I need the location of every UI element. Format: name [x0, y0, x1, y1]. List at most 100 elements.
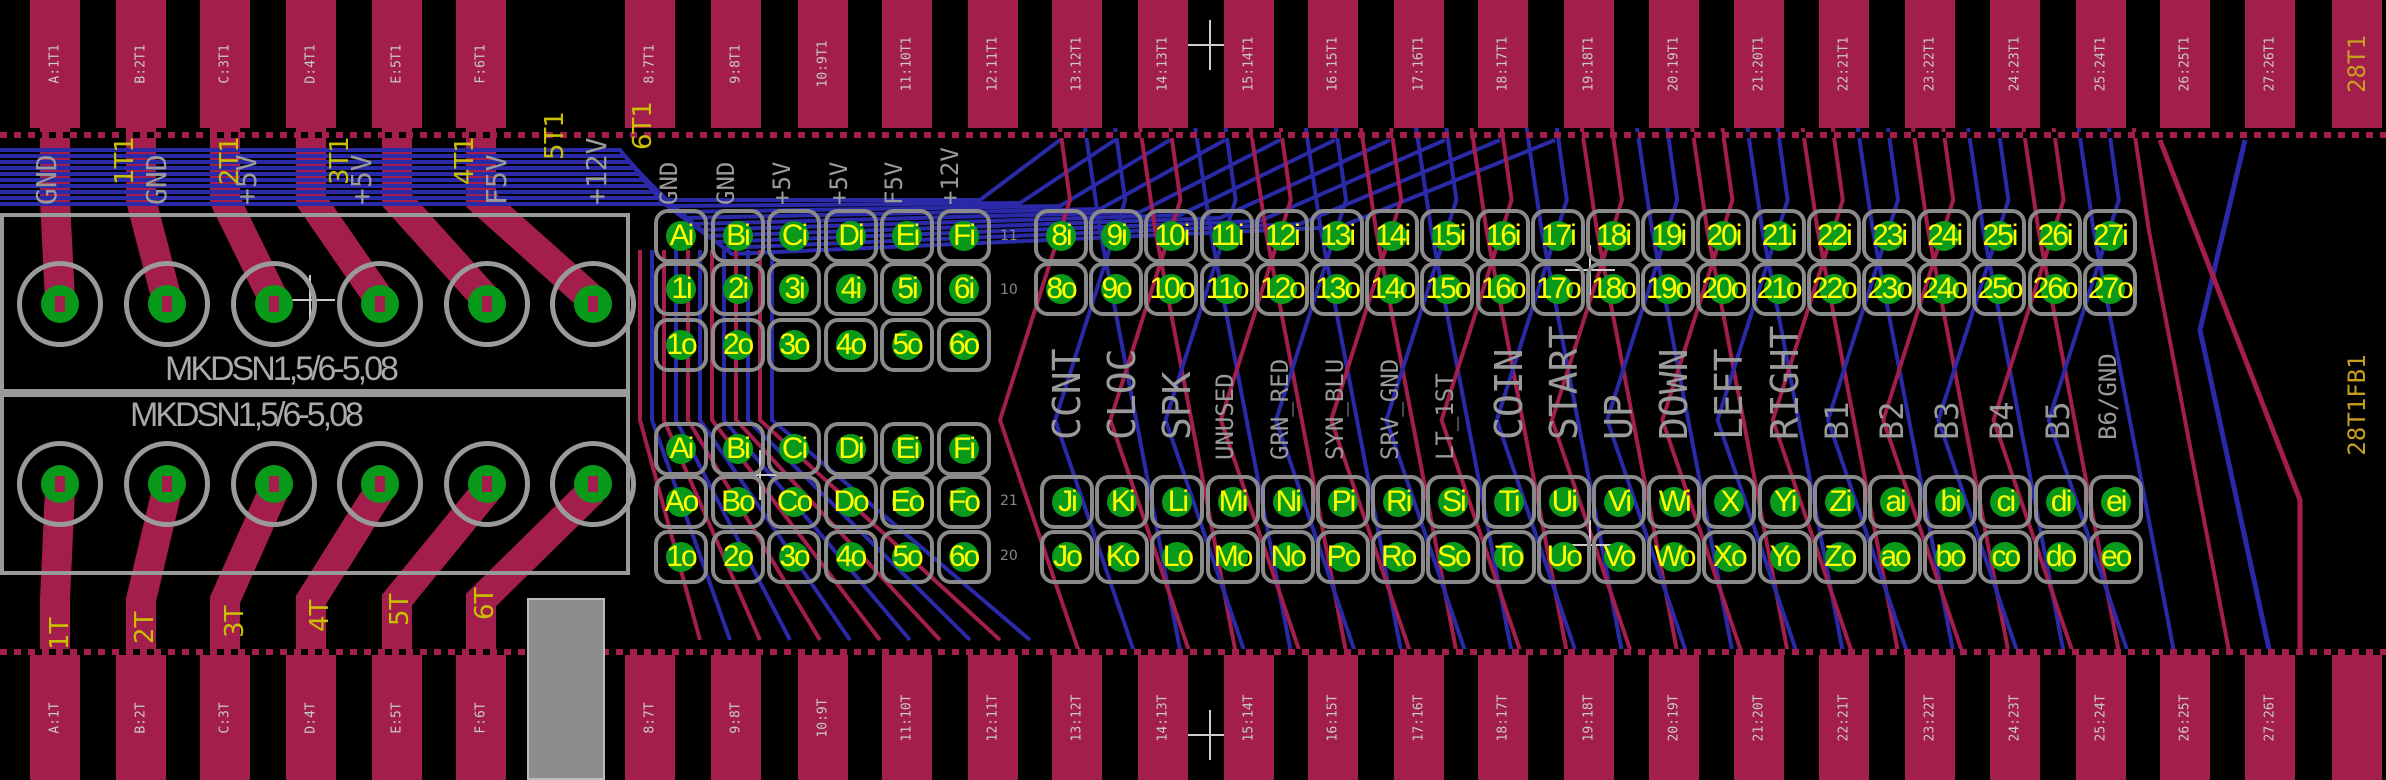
edge-pad-top[interactable]: 12:11T1 — [968, 0, 1018, 128]
header-pin[interactable]: Ei — [880, 422, 934, 476]
header-pin[interactable]: 5o — [880, 318, 934, 372]
header-pin[interactable]: Xo — [1702, 530, 1757, 584]
header-pin[interactable]: ao — [1868, 530, 1922, 584]
header-pin[interactable]: Mo — [1205, 530, 1260, 584]
edge-pad-top[interactable]: B:2T1 — [116, 0, 166, 128]
screw-terminal[interactable] — [337, 441, 423, 527]
edge-pad-top[interactable]: 9:8T1 — [711, 0, 761, 128]
header-pin[interactable]: 13i — [1310, 209, 1364, 263]
header-pin[interactable]: Do — [823, 475, 878, 529]
edge-pad-bottom[interactable]: 11:10T — [882, 655, 932, 780]
header-pin[interactable]: 24o — [1917, 262, 1972, 316]
edge-pad-top[interactable]: A:1T1 — [30, 0, 80, 128]
header-pin[interactable]: 4o — [823, 318, 878, 372]
edge-pad-top[interactable]: E:5T1 — [372, 0, 422, 128]
header-pin[interactable]: Yi — [1757, 475, 1812, 529]
edge-pad-top[interactable]: 17:16T1 — [1394, 0, 1444, 128]
screw-terminal[interactable] — [550, 441, 636, 527]
header-pin[interactable]: 3i — [767, 262, 821, 316]
header-pin[interactable]: 13o — [1310, 262, 1364, 316]
header-pin[interactable]: Pi — [1316, 475, 1370, 529]
header-pin[interactable]: 10i — [1144, 209, 1199, 263]
header-pin[interactable]: Ci — [767, 209, 821, 263]
header-pin[interactable]: 26o — [2027, 262, 2082, 316]
edge-pad-top[interactable]: 21:20T1 — [1734, 0, 1784, 128]
screw-terminal[interactable] — [231, 441, 317, 527]
header-pin[interactable]: 9o — [1089, 262, 1144, 316]
edge-pad-top[interactable]: 8:7T1 — [625, 0, 675, 128]
header-pin[interactable]: 6o — [936, 318, 991, 372]
edge-pad-bottom[interactable]: 15:14T — [1224, 655, 1274, 780]
header-pin[interactable]: Vo — [1592, 530, 1646, 584]
edge-pad-bottom[interactable]: D:4T — [286, 655, 336, 780]
header-pin[interactable]: 17i — [1530, 209, 1585, 263]
header-pin[interactable]: Zi — [1812, 475, 1867, 529]
header-pin[interactable]: Ui — [1536, 475, 1591, 529]
edge-pad-top[interactable]: 25:24T1 — [2076, 0, 2126, 128]
header-pin[interactable]: 3o — [767, 530, 821, 584]
header-pin[interactable]: 6o — [936, 530, 991, 584]
edge-pad-bottom[interactable]: 8:7T — [625, 655, 675, 780]
header-pin[interactable]: Ei — [880, 209, 934, 263]
header-pin[interactable]: 25i — [1972, 209, 2027, 263]
header-pin[interactable]: Ki — [1095, 475, 1150, 529]
header-pin[interactable]: 6i — [936, 262, 991, 316]
header-pin[interactable]: 16o — [1475, 262, 1530, 316]
screw-terminal[interactable] — [337, 261, 423, 347]
header-pin[interactable]: 2o — [710, 530, 765, 584]
edge-pad-bottom[interactable]: 26:25T — [2160, 655, 2210, 780]
header-pin[interactable]: 1o — [654, 318, 708, 372]
edge-pad-bottom[interactable]: F:6T — [456, 655, 506, 780]
header-pin[interactable]: Fo — [936, 475, 991, 529]
header-pin[interactable]: 27o — [2082, 262, 2137, 316]
header-pin[interactable]: 9i — [1089, 209, 1144, 263]
edge-pad-top[interactable]: 15:14T1 — [1224, 0, 1274, 128]
header-pin[interactable]: So — [1426, 530, 1481, 584]
header-pin[interactable]: 1i — [654, 262, 708, 316]
edge-pad-bottom[interactable]: 18:17T — [1478, 655, 1528, 780]
edge-pad-bottom[interactable]: 21:20T — [1734, 655, 1784, 780]
header-pin[interactable]: 12i — [1254, 209, 1309, 263]
edge-pad-bottom[interactable]: 20:19T — [1649, 655, 1699, 780]
screw-terminal[interactable] — [124, 441, 210, 527]
header-pin[interactable]: 12o — [1254, 262, 1309, 316]
header-pin[interactable]: Ai — [654, 209, 708, 263]
edge-pad-bottom[interactable]: 23:22T — [1905, 655, 1955, 780]
edge-pad-top[interactable]: F:6T1 — [456, 0, 506, 128]
edge-pad-top[interactable]: 27:26T1 — [2245, 0, 2295, 128]
header-pin[interactable]: Bo — [710, 475, 765, 529]
header-pin[interactable]: Ao — [654, 475, 708, 529]
header-pin[interactable]: 19o — [1641, 262, 1696, 316]
edge-pad-bottom[interactable]: 22:21T — [1819, 655, 1869, 780]
edge-pad-top[interactable]: 18:17T1 — [1478, 0, 1528, 128]
edge-pad-bottom[interactable]: 24:23T — [1990, 655, 2040, 780]
header-pin[interactable]: ci — [1978, 475, 2033, 529]
screw-terminal[interactable] — [17, 441, 103, 527]
edge-pad-bottom[interactable]: E:5T — [372, 655, 422, 780]
header-pin[interactable]: No — [1260, 530, 1315, 584]
screw-terminal[interactable] — [444, 441, 530, 527]
header-pin[interactable]: 26i — [2027, 209, 2082, 263]
header-pin[interactable]: 8i — [1034, 209, 1088, 263]
header-pin[interactable]: Di — [823, 422, 878, 476]
header-pin[interactable]: 5i — [880, 262, 934, 316]
header-pin[interactable]: 18i — [1586, 209, 1640, 263]
edge-pad-bottom[interactable]: A:1T — [30, 655, 80, 780]
edge-pad-bottom[interactable]: 14:13T — [1138, 655, 1188, 780]
header-pin[interactable]: 15o — [1420, 262, 1475, 316]
header-pin[interactable]: Ko — [1095, 530, 1150, 584]
edge-pad-bottom[interactable]: C:3T — [200, 655, 250, 780]
header-pin[interactable]: To — [1481, 530, 1536, 584]
screw-terminal[interactable] — [124, 261, 210, 347]
header-pin[interactable]: Di — [823, 209, 878, 263]
header-pin[interactable]: Vi — [1592, 475, 1646, 529]
edge-pad-top[interactable]: 22:21T1 — [1819, 0, 1869, 128]
header-pin[interactable]: 14i — [1365, 209, 1420, 263]
header-pin[interactable]: ai — [1868, 475, 1922, 529]
header-pin[interactable]: 24i — [1917, 209, 1972, 263]
header-pin[interactable]: Uo — [1536, 530, 1591, 584]
edge-pad-top[interactable]: 11:10T1 — [882, 0, 932, 128]
header-pin[interactable]: 1o — [654, 530, 708, 584]
header-pin[interactable]: X — [1702, 475, 1757, 529]
